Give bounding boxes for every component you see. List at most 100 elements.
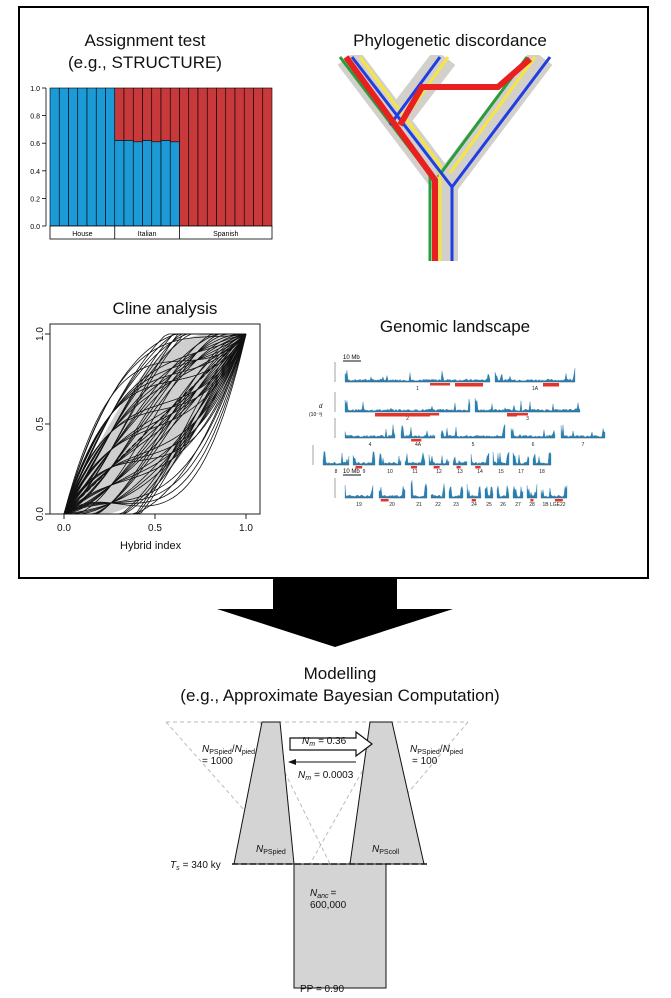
- cline-xtick-2: 1.0: [239, 523, 253, 534]
- nm-label-1: Nm= 0.36: [302, 736, 347, 748]
- structure-bar-red: [160, 87, 171, 141]
- chromosome-label: 18: [539, 469, 545, 475]
- genomic-track: [378, 453, 402, 466]
- ratio-left-value: = 1000: [202, 756, 233, 767]
- chromosome-label: 13: [457, 469, 463, 475]
- structure-bar-red: [179, 87, 190, 227]
- genomic-track: [540, 485, 568, 499]
- structure-bar-red: [234, 87, 245, 227]
- abc-model-diagram: Nm= 0.36 Nm= 0.0003 NPSpied/Npied = 1000…: [165, 721, 469, 989]
- nm-label-2: Nm= 0.0003: [298, 770, 354, 782]
- outlier-region: [411, 439, 422, 442]
- chromosome-label: 1: [416, 386, 419, 392]
- structure-bar-blue: [160, 140, 171, 227]
- genomic-ylabel-2: (10⁻³): [309, 412, 323, 418]
- structure-bar-red: [188, 87, 199, 227]
- cline-curve: [63, 333, 247, 515]
- structure-bar-blue: [151, 141, 162, 227]
- genomic-scale-2: 10 Mb: [343, 469, 360, 475]
- phylo-gene-red: [343, 55, 438, 261]
- genomic-track: [452, 456, 468, 466]
- cline-curve: [63, 333, 247, 515]
- structure-bar-blue: [58, 87, 69, 227]
- chromosome-label: 27: [515, 502, 521, 508]
- chromosome-label: 26: [500, 502, 506, 508]
- cline-curve: [64, 333, 247, 515]
- structure-bar-blue: [49, 87, 60, 227]
- cline-xlabel: Hybrid index: [120, 540, 182, 552]
- nanc-value: 600,000: [310, 900, 347, 911]
- cline-curve: [63, 333, 247, 515]
- structure-ytick: 1.0: [30, 86, 40, 93]
- structure-bar-blue: [95, 87, 106, 227]
- genomic-track: [344, 424, 396, 439]
- ratio-left-label: NPSpied/Npied: [202, 744, 255, 756]
- cline-curve: [63, 333, 247, 515]
- genomic-track: [474, 398, 581, 413]
- structure-bar-red: [225, 87, 236, 227]
- cline-curve: [63, 333, 247, 515]
- outlier-region: [543, 383, 559, 387]
- structure-ytick: 0.4: [30, 169, 40, 176]
- npscoll-label: NPScoll: [372, 844, 400, 856]
- chromosome-label: 23: [453, 502, 459, 508]
- structure-bar-blue: [68, 87, 79, 227]
- genomic-track: [510, 428, 556, 439]
- cline-curve: [63, 333, 247, 515]
- structure-bar-blue: [77, 87, 88, 227]
- cline-ytick-2: 1.0: [35, 327, 46, 341]
- genomic-track: [322, 451, 350, 466]
- pp-label: PP = 0.90: [300, 984, 345, 995]
- genomic-track: [352, 451, 376, 466]
- structure-ytick: 0.2: [30, 196, 40, 203]
- structure-bar-blue: [169, 141, 180, 227]
- chromosome-label: 12: [436, 469, 442, 475]
- cline-curve: [63, 333, 247, 515]
- outlier-region: [507, 413, 528, 416]
- cline-ytick-1: 0.5: [35, 417, 46, 431]
- outlier-region: [355, 466, 363, 469]
- cline-curve: [63, 333, 247, 515]
- outlier-region: [554, 499, 563, 502]
- chromosome-label: 10: [387, 469, 393, 475]
- cline-curve: [63, 333, 246, 515]
- phylo-tree: [337, 55, 553, 261]
- outlier-region: [471, 499, 476, 502]
- cline-curve: [63, 333, 247, 515]
- outlier-region: [411, 466, 418, 469]
- cline-curve: [63, 333, 247, 515]
- cline-ytick-0: 0.0: [35, 507, 46, 521]
- cline-plot: 0.0 0.5 1.0 0.0 0.5 1.0: [35, 323, 261, 534]
- genomic-track: [410, 480, 428, 499]
- genomic-track: [560, 424, 606, 439]
- structure-bar-red: [262, 87, 273, 227]
- structure-bar-red: [123, 87, 134, 141]
- cline-curve: [63, 333, 247, 515]
- figure-frame: [18, 6, 649, 579]
- ts-label: Ts= 340 ky: [170, 860, 221, 872]
- chromosome-label: 15: [498, 469, 504, 475]
- modelling-title: Modelling (e.g., Approximate Bayesian Co…: [180, 664, 500, 705]
- structure-bar-red: [243, 87, 254, 227]
- phylo-gene-yellow: [358, 56, 442, 261]
- phylo-title: Phylogenetic discordance: [353, 31, 547, 50]
- genomic-track: [484, 486, 494, 499]
- structure-bar-red: [253, 87, 264, 227]
- cline-title: Cline analysis: [112, 299, 218, 318]
- genomic-track: [532, 452, 552, 466]
- chromosome-label: 17: [518, 469, 524, 475]
- cline-curve: [63, 333, 247, 515]
- outlier-region: [475, 466, 481, 469]
- cline-xtick-0: 0.0: [57, 523, 71, 534]
- outlier-region: [433, 466, 440, 469]
- structure-bar-red: [151, 87, 162, 143]
- cline-curve: [63, 333, 247, 515]
- chromosome-label: 7: [582, 442, 585, 448]
- cline-curve: [63, 333, 247, 515]
- genomic-ylabel-1: d: [319, 404, 323, 410]
- nanc-label: Nanc=: [310, 888, 337, 900]
- outlier-region: [530, 499, 534, 502]
- chromosome-label: 21: [416, 502, 422, 508]
- outlier-region: [430, 383, 451, 386]
- cline-neutral-line: [63, 333, 247, 515]
